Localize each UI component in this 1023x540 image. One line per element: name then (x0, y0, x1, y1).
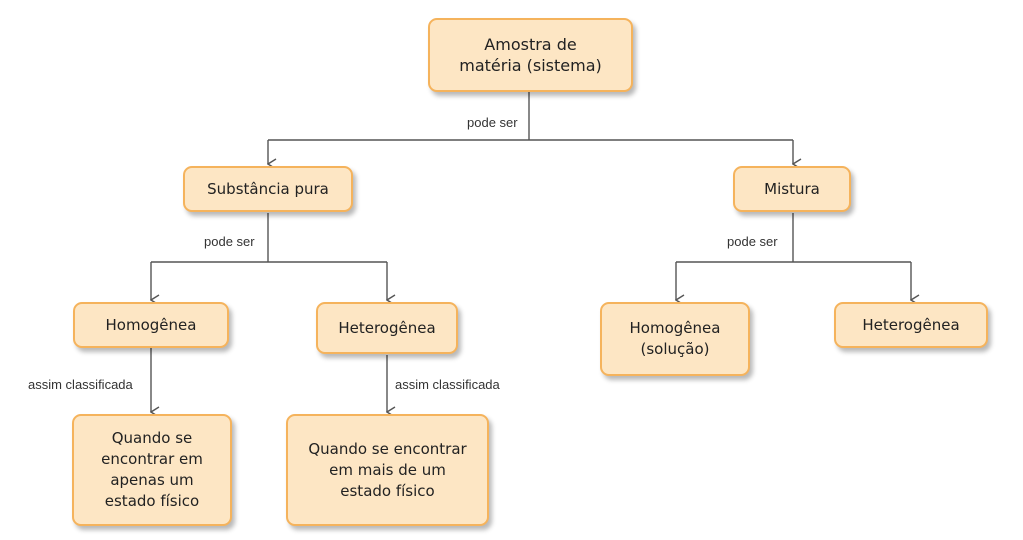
mix-heterogeneous-label: Heterogênea (862, 315, 960, 334)
pure-heterogeneous-node: Heterogênea (316, 302, 458, 354)
leaf-multi-state-node: Quando se encontrar em mais de um estado… (286, 414, 489, 526)
pure-homogeneous-node: Homogênea (73, 302, 229, 348)
root-node-label: Amostra de matéria (sistema) (459, 35, 602, 75)
hetero-classification-label: assim classificada (395, 377, 500, 392)
pure-homogeneous-label: Homogênea (105, 315, 197, 334)
leaf-one-state-node: Quando se encontrar em apenas um estado … (72, 414, 232, 526)
mix-homogeneous-label: Homogênea (solução) (629, 319, 721, 358)
root-pode-ser-label: pode ser (467, 115, 518, 130)
root-node: Amostra de matéria (sistema) (428, 18, 633, 92)
mixture-label: Mistura (764, 179, 820, 198)
leaf-one-state-label: Quando se encontrar em apenas um estado … (101, 429, 203, 510)
leaf-multi-state-label: Quando se encontrar em mais de um estado… (308, 439, 467, 500)
mix-heterogeneous-node: Heterogênea (834, 302, 988, 348)
mix-homogeneous-node: Homogênea (solução) (600, 302, 750, 376)
pure-pode-ser-label: pode ser (204, 234, 255, 249)
mix-pode-ser-label: pode ser (727, 234, 778, 249)
homo-classification-label: assim classificada (28, 377, 133, 392)
mixture-node: Mistura (733, 166, 851, 212)
pure-substance-label: Substância pura (207, 179, 329, 198)
pure-substance-node: Substância pura (183, 166, 353, 212)
pure-heterogeneous-label: Heterogênea (338, 318, 436, 337)
